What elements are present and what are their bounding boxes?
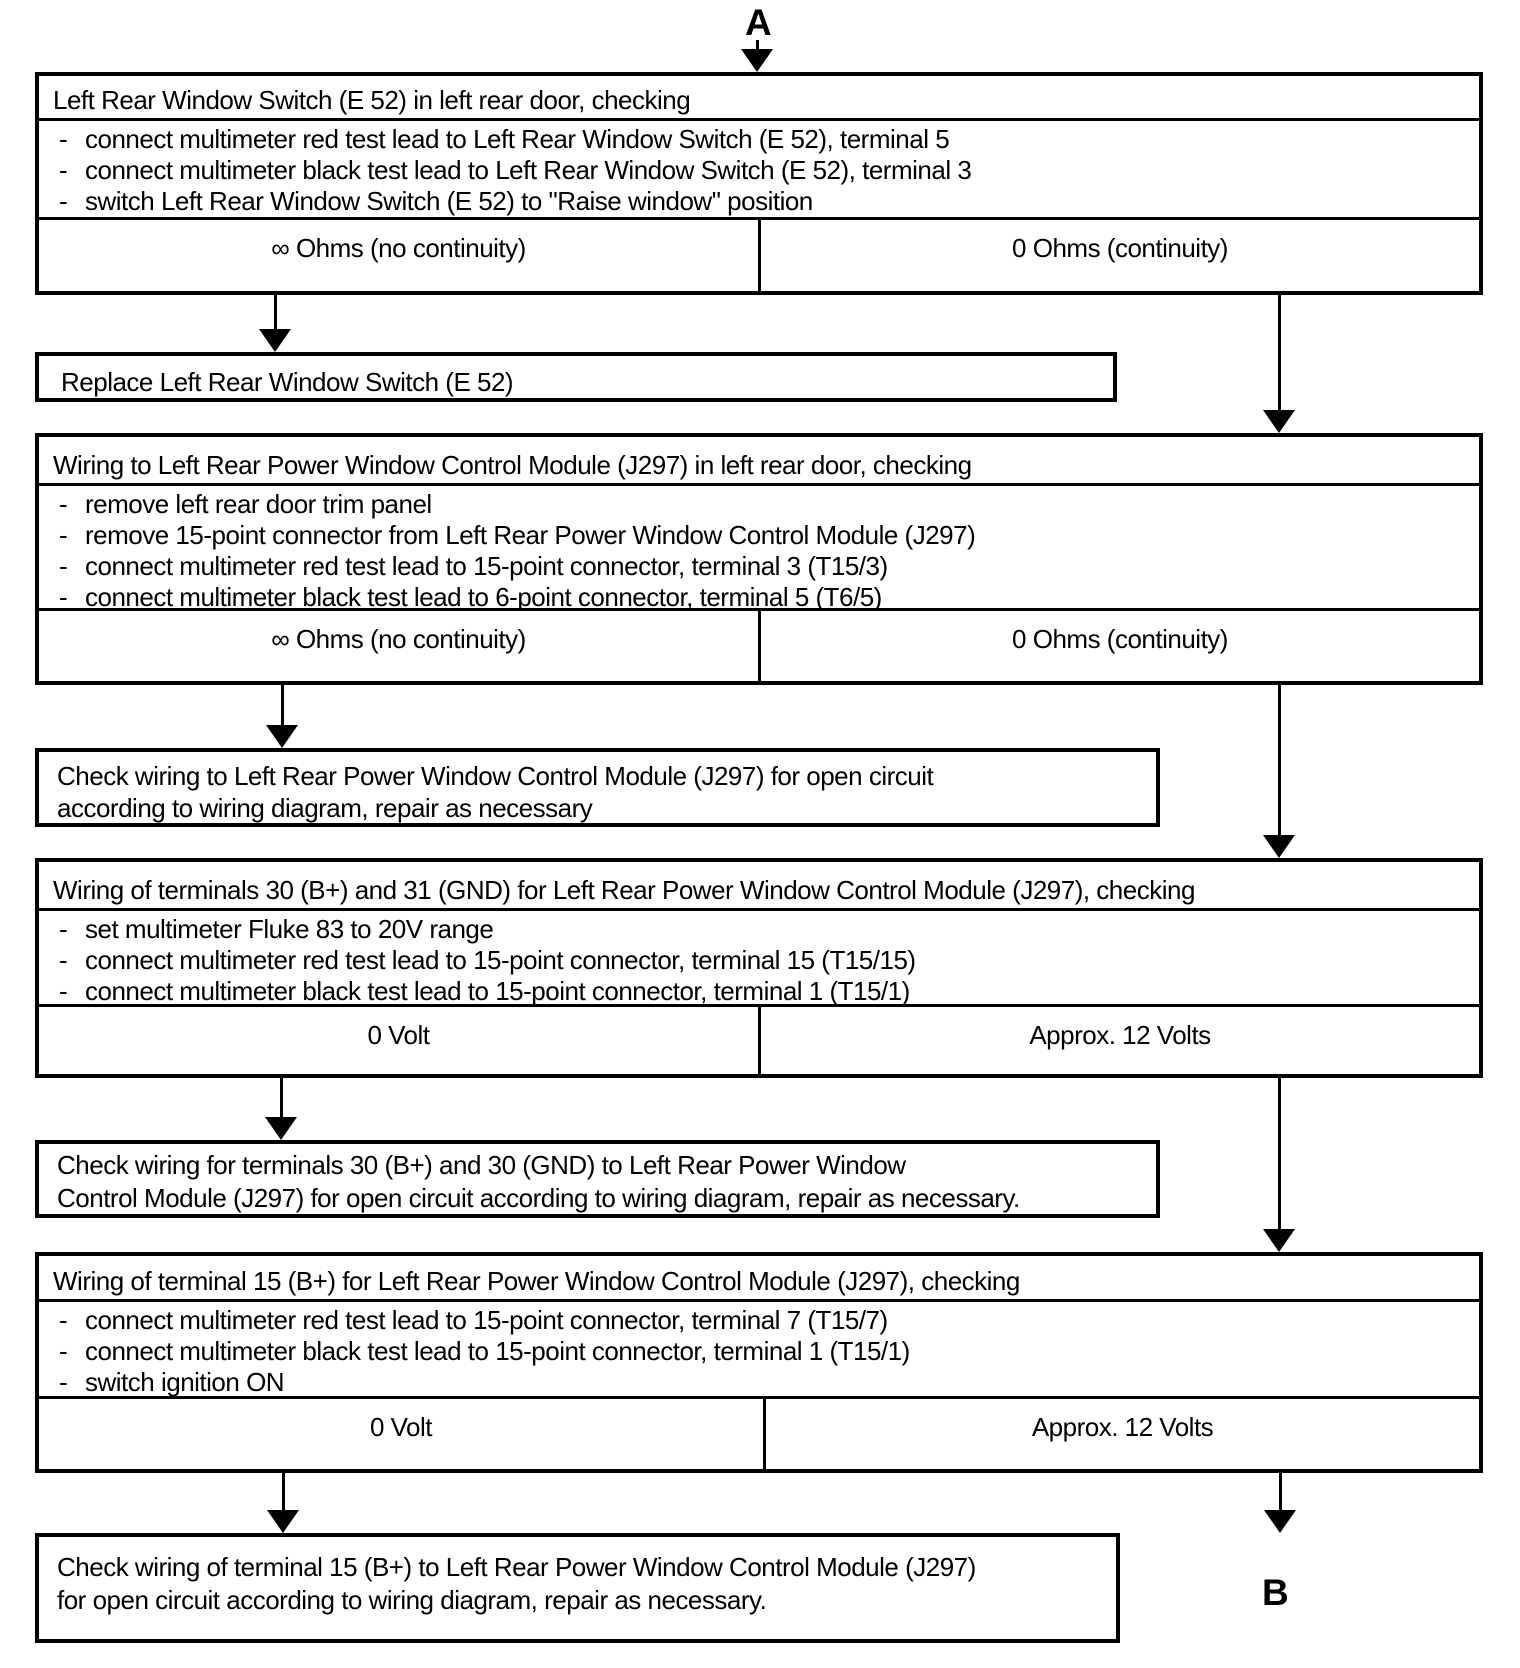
bullet-dash: - xyxy=(59,124,68,154)
result-row: ∞ Ohms (no continuity) 0 Ohms (continuit… xyxy=(39,611,1479,681)
action-box-repair-30-31-wiring: Check wiring for terminals 30 (B+) and 3… xyxy=(35,1140,1160,1218)
arrow-stem xyxy=(755,40,759,49)
action-line: according to wiring diagram, repair as n… xyxy=(57,792,593,823)
action-box-replace-switch: Replace Left Rear Window Switch (E 52) xyxy=(35,352,1117,402)
bullet-item: - connect multimeter red test lead to 15… xyxy=(39,551,1479,582)
connector-label-a: A xyxy=(745,2,772,43)
action-line: Check wiring for terminals 30 (B+) and 3… xyxy=(57,1150,906,1180)
box-title: Wiring of terminal 15 (B+) for Left Rear… xyxy=(39,1256,1479,1302)
test-box-terminal-15: Wiring of terminal 15 (B+) for Left Rear… xyxy=(35,1252,1483,1473)
bullet-list: - remove left rear door trim panel - rem… xyxy=(39,486,1479,611)
bullet-text: switch Left Rear Window Switch (E 52) to… xyxy=(85,186,813,216)
arrow-head-icon xyxy=(1263,835,1295,858)
bullet-dash: - xyxy=(59,1305,68,1335)
bullet-dash: - xyxy=(59,914,68,944)
bullet-text: connect multimeter red test lead to 15-p… xyxy=(85,551,888,581)
arrow-head-icon xyxy=(741,49,773,72)
arrow-head-icon xyxy=(1263,410,1295,433)
bullet-dash: - xyxy=(59,489,68,519)
bullet-text: connect multimeter red test lead to Left… xyxy=(85,124,950,154)
bullet-item: - switch ignition ON xyxy=(39,1367,1479,1397)
result-no-cell: ∞ Ohms (no continuity) xyxy=(39,611,761,681)
arrow-stem xyxy=(1278,1470,1282,1510)
bullet-dash: - xyxy=(59,945,68,975)
bullet-item: - set multimeter Fluke 83 to 20V range xyxy=(39,914,1479,945)
bullet-item: - connect multimeter red test lead to 15… xyxy=(39,945,1479,976)
bullet-text: set multimeter Fluke 83 to 20V range xyxy=(85,914,494,944)
action-line: Check wiring of terminal 15 (B+) to Left… xyxy=(57,1552,976,1582)
bullet-list: - connect multimeter red test lead to Le… xyxy=(39,121,1479,220)
result-row: 0 Volt Approx. 12 Volts xyxy=(39,1007,1479,1074)
bullet-dash: - xyxy=(59,520,68,550)
bullet-item: - connect multimeter black test lead to … xyxy=(39,1336,1479,1367)
arrow-head-icon xyxy=(1263,1229,1295,1252)
arrow-head-icon xyxy=(1264,1510,1296,1533)
arrow-head-icon xyxy=(267,1510,299,1533)
action-line: Check wiring to Left Rear Power Window C… xyxy=(57,761,934,791)
bullet-item: - connect multimeter black test lead to … xyxy=(39,582,1479,611)
bullet-dash: - xyxy=(59,976,68,1006)
arrow-head-icon xyxy=(265,1117,297,1140)
result-no-cell: 0 Volt xyxy=(39,1399,766,1469)
arrow-stem xyxy=(280,685,284,725)
bullet-item: - remove 15-point connector from Left Re… xyxy=(39,520,1479,551)
box-title: Wiring of terminals 30 (B+) and 31 (GND)… xyxy=(39,862,1479,911)
bullet-text: connect multimeter red test lead to 15-p… xyxy=(85,1305,888,1335)
box-title: Left Rear Window Switch (E 52) in left r… xyxy=(39,76,1479,121)
test-box-window-switch: Left Rear Window Switch (E 52) in left r… xyxy=(35,72,1483,295)
bullet-item: - remove left rear door trim panel xyxy=(39,489,1479,520)
bullet-dash: - xyxy=(59,1367,68,1397)
result-yes-cell: 0 Ohms (continuity) xyxy=(1012,624,1228,654)
test-box-terminals-30-31: Wiring of terminals 30 (B+) and 31 (GND)… xyxy=(35,858,1483,1078)
bullet-text: connect multimeter black test lead to 15… xyxy=(85,1336,910,1366)
action-box-repair-terminal-15-wiring: Check wiring of terminal 15 (B+) to Left… xyxy=(35,1533,1120,1643)
bullet-dash: - xyxy=(59,155,68,185)
bullet-text: switch ignition ON xyxy=(85,1367,285,1397)
bullet-list: - set multimeter Fluke 83 to 20V range -… xyxy=(39,911,1479,1007)
action-line: for open circuit according to wiring dia… xyxy=(57,1585,767,1615)
result-no-cell: ∞ Ohms (no continuity) xyxy=(39,220,761,291)
bullet-dash: - xyxy=(59,186,68,216)
bullet-item: - connect multimeter red test lead to 15… xyxy=(39,1305,1479,1336)
connector-label-b: B xyxy=(1262,1572,1289,1613)
result-yes-cell: 0 Ohms (continuity) xyxy=(1012,233,1228,263)
bullet-dash: - xyxy=(59,1336,68,1366)
bullet-text: connect multimeter black test lead to 15… xyxy=(85,976,910,1006)
result-row: ∞ Ohms (no continuity) 0 Ohms (continuit… xyxy=(39,220,1479,291)
bullet-item: - connect multimeter black test lead to … xyxy=(39,976,1479,1006)
arrow-stem xyxy=(1277,1078,1281,1229)
bullet-text: connect multimeter red test lead to 15-p… xyxy=(85,945,916,975)
bullet-list: - connect multimeter red test lead to 15… xyxy=(39,1302,1479,1399)
arrow-stem xyxy=(1277,293,1281,410)
arrow-stem xyxy=(273,295,277,329)
arrow-stem xyxy=(1277,685,1281,835)
arrow-head-icon xyxy=(259,329,291,352)
arrow-head-icon xyxy=(266,725,298,748)
bullet-dash: - xyxy=(59,582,68,611)
arrow-stem xyxy=(281,1473,285,1510)
bullet-item: - connect multimeter black test lead to … xyxy=(39,155,1479,186)
result-row: 0 Volt Approx. 12 Volts xyxy=(39,1399,1479,1469)
action-line: Control Module (J297) for open circuit a… xyxy=(57,1182,1020,1213)
result-no-cell: 0 Volt xyxy=(39,1007,761,1074)
action-box-repair-module-wiring: Check wiring to Left Rear Power Window C… xyxy=(35,748,1160,827)
result-yes-cell: Approx. 12 Volts xyxy=(1029,1020,1211,1050)
bullet-text: connect multimeter black test lead to Le… xyxy=(85,155,972,185)
test-box-wiring-to-module: Wiring to Left Rear Power Window Control… xyxy=(35,433,1483,685)
bullet-dash: - xyxy=(59,551,68,581)
bullet-item: - connect multimeter red test lead to Le… xyxy=(39,124,1479,155)
bullet-text: remove 15-point connector from Left Rear… xyxy=(85,520,976,550)
bullet-text: connect multimeter black test lead to 6-… xyxy=(85,582,882,611)
bullet-text: remove left rear door trim panel xyxy=(85,489,432,519)
arrow-stem xyxy=(279,1078,283,1117)
box-title: Wiring to Left Rear Power Window Control… xyxy=(39,437,1479,486)
bullet-item: - switch Left Rear Window Switch (E 52) … xyxy=(39,186,1479,217)
result-yes-cell: Approx. 12 Volts xyxy=(1031,1412,1214,1442)
